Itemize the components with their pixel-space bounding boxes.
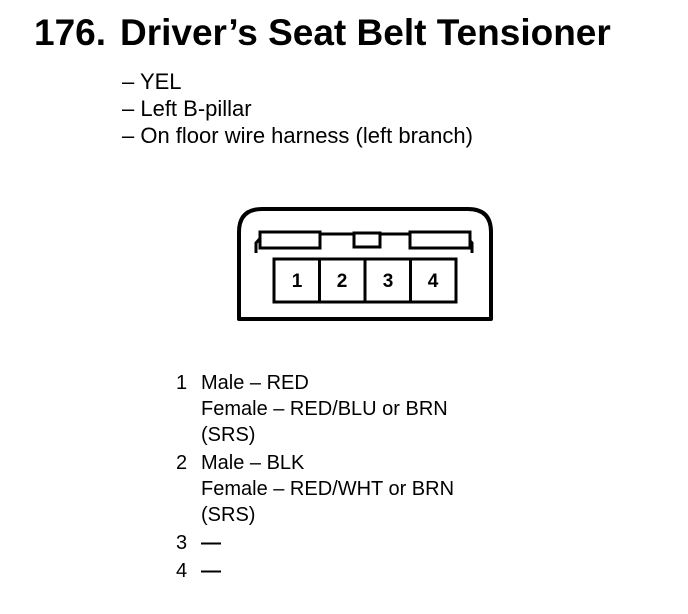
connector-diagram: 1 2 3 4 <box>237 207 493 321</box>
pin-label: 2 <box>337 271 348 292</box>
connector-housing <box>237 207 493 321</box>
pin-number: 2 <box>176 452 188 474</box>
latch-slot-right <box>408 230 472 250</box>
connector-info-list: – YEL – Left B-pillar – On floor wire ha… <box>122 68 473 149</box>
pin-label: 1 <box>292 271 303 292</box>
pin-entry-2: 2 Male – BLK Female – RED/WHT or BRN (SR… <box>176 450 454 528</box>
latch-key <box>352 231 382 249</box>
connector-color: – YEL <box>122 69 182 94</box>
pin-entry-3: 3 — <box>176 530 454 556</box>
section-number: 176. <box>34 12 107 53</box>
pin-label: 4 <box>428 271 439 292</box>
pin-unused-dash: — <box>201 560 221 582</box>
page-title: 176. Driver’s Seat Belt Tensioner <box>34 12 611 54</box>
pin-number: 1 <box>176 372 188 394</box>
pin-female-wire: Female – RED/WHT or BRN <box>201 478 455 500</box>
latch-slot-left <box>258 230 322 250</box>
pin-system: (SRS) <box>201 504 256 526</box>
pin-female-wire: Female – RED/BLU or BRN <box>201 398 448 420</box>
pin-number: 3 <box>176 532 188 554</box>
pin-system: (SRS) <box>201 424 256 446</box>
pin-number: 4 <box>176 560 188 582</box>
pin-label: 3 <box>383 271 394 292</box>
pin-assignment-list: 1 Male – RED Female – RED/BLU or BRN (SR… <box>176 370 454 584</box>
connector-harness: – On floor wire harness (left branch) <box>122 123 473 148</box>
connector-location: – Left B-pillar <box>122 96 252 121</box>
section-title-text: Driver’s Seat Belt Tensioner <box>120 12 611 53</box>
pin-unused-dash: — <box>201 532 221 554</box>
pin-male-wire: Male – BLK <box>201 452 305 474</box>
pin-entry-1: 1 Male – RED Female – RED/BLU or BRN (SR… <box>176 370 454 448</box>
pin-male-wire: Male – RED <box>201 372 309 394</box>
pin-entry-4: 4 — <box>176 558 454 584</box>
